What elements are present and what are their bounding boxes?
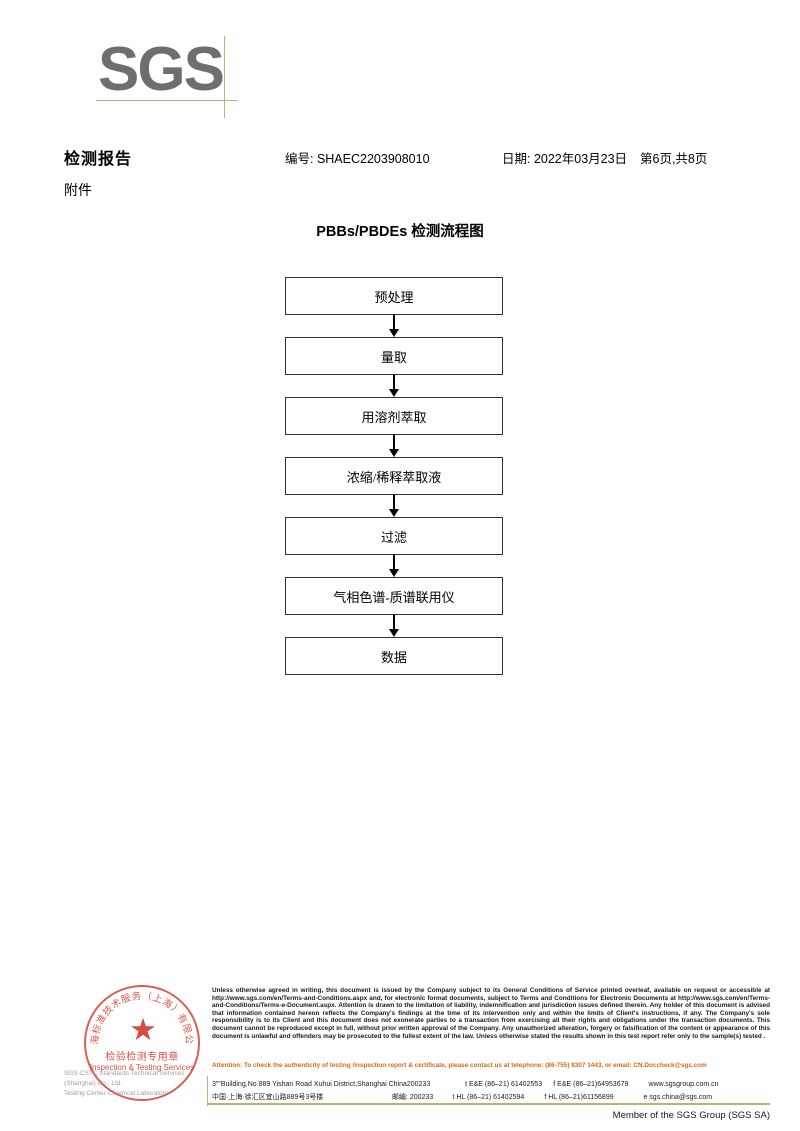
flow-arrow-icon bbox=[285, 555, 503, 577]
page-indicator: 第6页,共8页 bbox=[640, 152, 708, 166]
flow-box-label: 气相色谱-质谱联用仪 bbox=[285, 577, 503, 615]
contact-email[interactable]: e sgs.china@sgs.com bbox=[643, 1094, 713, 1101]
arrow-head bbox=[389, 629, 399, 637]
legal-terms-text: Unless otherwise agreed in writing, this… bbox=[212, 987, 770, 1040]
flow-box-label: 用溶剂萃取 bbox=[285, 397, 503, 435]
stamp-footnote-line2: Testing Center-Chemical Laboratory bbox=[64, 1090, 169, 1097]
stamp-company-footnote: SGS-CSTC Standards Technical Services (S… bbox=[64, 1069, 214, 1099]
flow-box-label: 浓缩/稀释萃取液 bbox=[285, 457, 503, 495]
star-icon: ★ bbox=[129, 1012, 157, 1047]
flow-step: 过滤 bbox=[285, 517, 503, 555]
footer-horizontal-rule bbox=[207, 1103, 770, 1105]
arrow-head bbox=[389, 569, 399, 577]
flow-arrow-icon bbox=[285, 615, 503, 637]
contact-zip-en: 200233 bbox=[406, 1081, 431, 1088]
flow-arrow-icon bbox=[285, 435, 503, 457]
arrow-head bbox=[389, 329, 399, 337]
arrow-shaft bbox=[393, 375, 395, 391]
logo-horizontal-rule bbox=[96, 100, 238, 101]
sgs-logo-text: SGS bbox=[98, 35, 225, 104]
contact-website[interactable]: www.sgsgroup.com.cn bbox=[648, 1081, 719, 1088]
logo-vertical-rule bbox=[224, 36, 225, 118]
flow-step: 预处理 bbox=[285, 277, 503, 315]
arrow-shaft bbox=[393, 495, 395, 511]
report-number: 编号: SHAEC2203908010 bbox=[285, 152, 430, 166]
stamp-circle-border bbox=[84, 985, 200, 1101]
flowchart: 预处理 量取 用溶剂萃取 浓缩/稀释萃取液 过滤 bbox=[285, 277, 503, 675]
contact-fax-hl: f HL (86–21)61156899 bbox=[544, 1094, 614, 1101]
sgs-logo: SGS bbox=[96, 35, 248, 118]
arrow-head bbox=[389, 449, 399, 457]
flow-box-label: 过滤 bbox=[285, 517, 503, 555]
flow-arrow-icon bbox=[285, 315, 503, 337]
flow-step: 量取 bbox=[285, 337, 503, 375]
stamp-footnote-line1: SGS-CSTC Standards Technical Services (S… bbox=[64, 1070, 185, 1087]
contact-address-en: 3""Building,No.889 Yishan Road Xuhui Dis… bbox=[212, 1081, 407, 1088]
arrow-shaft bbox=[393, 315, 395, 331]
flow-box-label: 预处理 bbox=[285, 277, 503, 315]
stamp-english-label: Inspection & Testing Services bbox=[89, 1063, 195, 1072]
flow-box-label: 量取 bbox=[285, 337, 503, 375]
page-title: 检测报告 bbox=[64, 151, 133, 168]
flow-box-label: 数据 bbox=[285, 637, 503, 675]
arrow-shaft bbox=[393, 615, 395, 631]
contact-zip-cn: 邮编: 200233 bbox=[391, 1094, 434, 1101]
stamp-arc-text: 上海标准技术服务（上海）有限公司 bbox=[84, 985, 194, 1045]
member-of-group-text: Member of the SGS Group (SGS SA) bbox=[612, 1110, 770, 1121]
flow-step: 数据 bbox=[285, 637, 503, 675]
flow-arrow-icon bbox=[285, 495, 503, 517]
stamp-chinese-label: 检验检测专用章 bbox=[105, 1052, 179, 1063]
attention-notice: Attention: To check the authenticity of … bbox=[212, 1062, 707, 1069]
contact-info: 3""Building,No.889 Yishan Road Xuhui Dis… bbox=[212, 1078, 772, 1104]
contact-address-cn: 中国·上海·徐汇区宜山路889号3号楼 bbox=[212, 1094, 324, 1101]
contact-row: 3""Building,No.889 Yishan Road Xuhui Dis… bbox=[212, 1078, 772, 1091]
attachment-label: 附件 bbox=[64, 182, 92, 198]
contact-tel-hl: t HL (86–21) 61402594 bbox=[452, 1094, 525, 1101]
footer-vertical-rule bbox=[207, 1076, 208, 1106]
contact-tel-en: t E&E (86–21) 61402553 bbox=[465, 1081, 543, 1088]
arrow-shaft bbox=[393, 555, 395, 571]
flow-step: 用溶剂萃取 bbox=[285, 397, 503, 435]
flow-step: 气相色谱-质谱联用仪 bbox=[285, 577, 503, 615]
flow-arrow-icon bbox=[285, 375, 503, 397]
contact-row: 中国·上海·徐汇区宜山路889号3号楼 邮编: 200233 t HL (86–… bbox=[212, 1091, 772, 1104]
contact-fax-en: f E&E (86–21)64953679 bbox=[553, 1081, 629, 1088]
flow-step: 浓缩/稀释萃取液 bbox=[285, 457, 503, 495]
arrow-head bbox=[389, 509, 399, 517]
report-date: 日期: 2022年03月23日 bbox=[502, 152, 628, 166]
flowchart-title: PBBs/PBDEs 检测流程图 bbox=[316, 224, 484, 240]
arrow-head bbox=[389, 389, 399, 397]
arrow-shaft bbox=[393, 435, 395, 451]
official-stamp: 上海标准技术服务（上海）有限公司 ★ 检验检测专用章 Inspection & … bbox=[84, 985, 202, 1103]
